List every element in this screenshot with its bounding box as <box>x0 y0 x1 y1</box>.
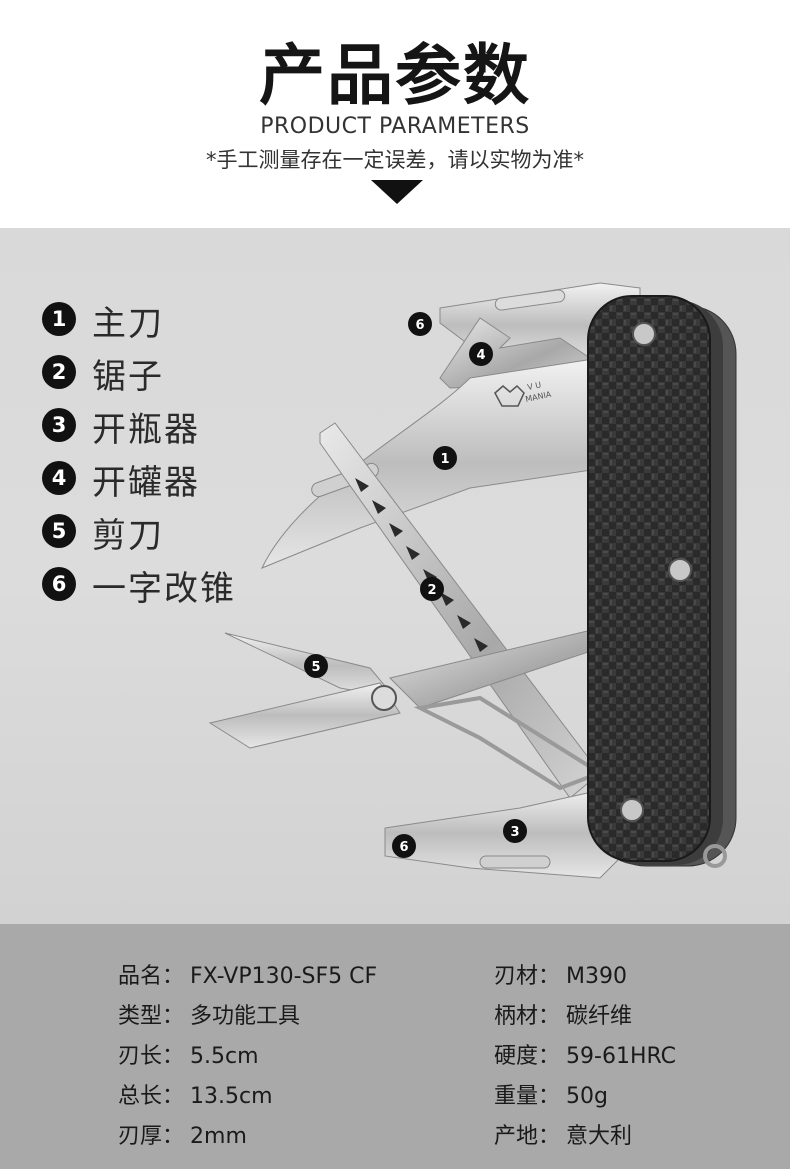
subtitle-english: PRODUCT PARAMETERS <box>260 114 530 139</box>
spec-key: 品名： <box>118 964 185 989</box>
rivet <box>632 322 656 346</box>
spec-key: 总长： <box>118 1084 185 1109</box>
number-badge: 1 <box>42 302 76 336</box>
tool-name: 剪刀 <box>92 516 164 556</box>
carbon-handle <box>587 295 711 862</box>
svg-text:6: 6 <box>399 840 408 855</box>
saw-teeth <box>355 478 505 675</box>
tool-name: 主刀 <box>92 304 164 344</box>
spec-key: 产地： <box>494 1124 561 1149</box>
svg-text:2: 2 <box>427 583 436 598</box>
spec-section: 品名：FX-VP130-SF5 CF 类型：多功能工具 刃长：5.5cm 总长：… <box>0 924 790 1169</box>
callout-4: 4 <box>469 342 493 366</box>
number-badge: 4 <box>42 461 76 495</box>
spec-value: 2mm <box>190 1124 247 1149</box>
number-badge: 3 <box>42 408 76 442</box>
callout-1: 1 <box>433 446 457 470</box>
callout-3: 3 <box>503 819 527 843</box>
svg-text:3: 3 <box>510 825 519 840</box>
svg-text:4: 4 <box>476 348 485 363</box>
spec-row: 总长：13.5cm <box>118 1078 273 1110</box>
scissors-pivot <box>371 685 397 711</box>
spec-value: 59-61HRC <box>566 1044 677 1069</box>
callout-6-top: 6 <box>408 312 432 336</box>
subtitle-chinese: *手工测量存在一定误差，请以实物为准* <box>206 148 584 172</box>
number-badge: 6 <box>42 567 76 601</box>
spec-value: FX-VP130-SF5 CF <box>190 964 378 989</box>
spec-row: 刃厚：2mm <box>118 1118 247 1150</box>
number-badge: 2 <box>42 355 76 389</box>
page-title: 产品参数 <box>259 37 531 114</box>
spec-row: 品名：FX-VP130-SF5 CF <box>118 958 377 990</box>
svg-text:1: 1 <box>440 452 449 467</box>
tool-name: 开罐器 <box>92 463 200 503</box>
spec-row: 刃材：M390 <box>494 958 627 990</box>
spec-key: 刃厚： <box>118 1124 185 1149</box>
triangle-down-icon <box>371 180 423 204</box>
tool-name: 开瓶器 <box>92 410 200 450</box>
spec-row: 柄材：碳纤维 <box>494 998 632 1030</box>
multitool-illustration: V U MANIA 6 4 1 2 5 3 6 <box>208 282 737 879</box>
spec-key: 重量： <box>494 1084 561 1109</box>
rivet <box>620 798 644 822</box>
spec-row: 刃长：5.5cm <box>118 1038 259 1070</box>
spec-value: 50g <box>566 1084 608 1109</box>
spec-row: 重量：50g <box>494 1078 608 1110</box>
spec-row: 产地：意大利 <box>494 1118 632 1150</box>
main-blade <box>260 357 606 569</box>
lanyard-ring <box>703 844 727 868</box>
spec-row: 类型：多功能工具 <box>118 998 300 1030</box>
spec-key: 柄材： <box>494 1004 561 1029</box>
callout-5: 5 <box>304 654 328 678</box>
svg-text:5: 5 <box>311 660 320 675</box>
fox-logo <box>494 384 525 407</box>
product-section: 1 主刀 2 锯子 3 开瓶器 4 开罐器 5 剪刀 6 一字改锥 <box>0 228 790 924</box>
tool-name: 锯子 <box>92 357 164 397</box>
number-badge: 5 <box>42 514 76 548</box>
svg-text:6: 6 <box>415 318 424 333</box>
spec-key: 硬度： <box>494 1044 561 1069</box>
header: 产品参数 PRODUCT PARAMETERS *手工测量存在一定误差，请以实物… <box>0 0 790 228</box>
spec-value: 意大利 <box>566 1124 633 1149</box>
logo-text-line1: V U <box>527 380 543 392</box>
spec-row: 硬度：59-61HRC <box>494 1038 676 1070</box>
spec-key: 刃长： <box>118 1044 185 1069</box>
spec-key: 刃材： <box>494 964 561 989</box>
spec-value: 13.5cm <box>190 1084 273 1109</box>
scissors-blade-bottom <box>208 682 401 749</box>
rivet <box>668 558 692 582</box>
callout-6-bottom: 6 <box>392 834 416 858</box>
spec-value: 多功能工具 <box>190 1004 301 1029</box>
spec-key: 类型： <box>118 1004 185 1029</box>
spec-value: M390 <box>566 964 627 989</box>
tool-name: 一字改锥 <box>92 569 236 609</box>
spec-value: 5.5cm <box>190 1044 259 1069</box>
saw-blade <box>319 422 601 799</box>
callout-2: 2 <box>420 577 444 601</box>
spec-value: 碳纤维 <box>566 1004 633 1029</box>
